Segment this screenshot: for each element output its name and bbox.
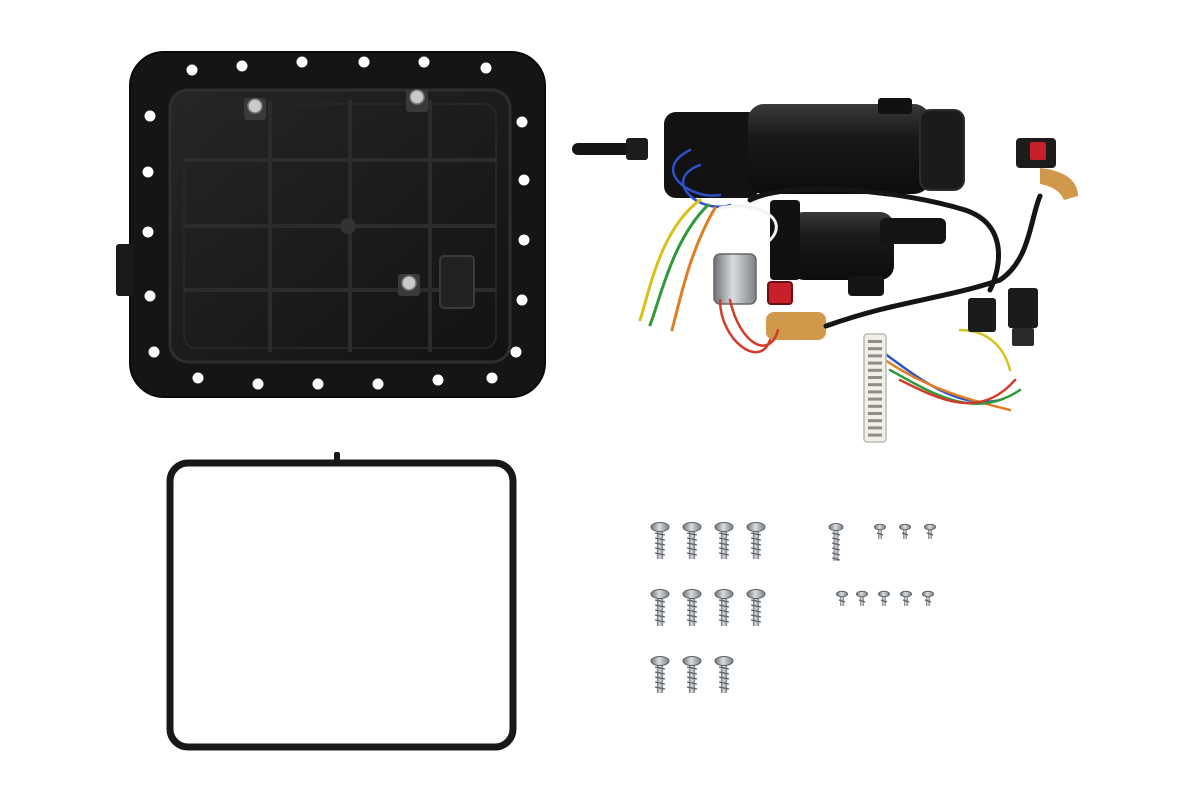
amber-sleeve xyxy=(1040,168,1078,200)
mounting-post xyxy=(244,98,266,120)
bolt-hole xyxy=(372,378,384,390)
connector-pin xyxy=(868,412,882,415)
bolt-hole xyxy=(518,174,530,186)
large-screw xyxy=(682,522,702,559)
pump-end-housing xyxy=(664,112,760,198)
gasket-nub xyxy=(287,460,293,466)
connector-pin xyxy=(868,419,882,423)
bolt-hole xyxy=(480,62,492,74)
bolt-hole xyxy=(510,346,522,358)
bolt-hole xyxy=(142,166,154,178)
small-screw xyxy=(900,590,912,606)
amber-elbow-connector xyxy=(766,312,826,340)
bolt-hole xyxy=(432,374,444,386)
tray-side-tab xyxy=(116,244,134,296)
harness-connector xyxy=(968,298,996,332)
gasket-nub xyxy=(510,697,516,703)
harness-connector-top-red-latch xyxy=(1030,142,1046,160)
ribbon-connector-strip xyxy=(863,333,887,443)
large-screw xyxy=(746,589,766,626)
bolt-hole xyxy=(192,372,204,384)
small-screw xyxy=(828,523,844,561)
connector-pin xyxy=(868,354,882,358)
large-screw xyxy=(650,522,670,559)
gasket-nub xyxy=(510,617,516,623)
motor-body xyxy=(790,212,894,280)
gasket-nub xyxy=(387,460,393,466)
bolt-hole xyxy=(296,56,308,68)
small-screw xyxy=(924,523,936,539)
connector-pin xyxy=(868,368,882,372)
bolt-hole xyxy=(142,226,154,238)
bolt-hole xyxy=(516,294,528,306)
connector-pin xyxy=(868,433,882,437)
bolt-hole xyxy=(186,64,198,76)
small-screw xyxy=(878,590,890,606)
gasket-nub xyxy=(167,697,173,703)
connector-pin xyxy=(868,347,882,351)
connector-pin xyxy=(868,404,882,408)
gasket-nub xyxy=(227,460,233,466)
bolt-hole xyxy=(312,378,324,390)
large-screw xyxy=(714,656,734,693)
flange-bolt-holes xyxy=(142,56,530,390)
gasket-nub xyxy=(167,617,173,623)
connector-pin xyxy=(868,390,882,394)
mounting-post xyxy=(398,274,420,296)
tray-connector-socket xyxy=(439,255,475,309)
pump-module-with-wiring-harness xyxy=(572,98,1078,443)
bolt-hole xyxy=(486,372,498,384)
bolt-hole xyxy=(148,346,160,358)
large-screw xyxy=(714,522,734,559)
inlet-nozzle xyxy=(572,143,634,155)
bolt-hole xyxy=(358,56,370,68)
gasket-nub xyxy=(337,744,343,750)
bolt-hole xyxy=(144,290,156,302)
solenoid-valve xyxy=(713,253,757,305)
gasket-nub xyxy=(447,460,453,466)
large-screw xyxy=(714,589,734,626)
connector-pin xyxy=(868,376,882,379)
small-screw xyxy=(922,590,934,606)
large-screw xyxy=(682,589,702,626)
large-screw xyxy=(746,522,766,559)
gasket-nub xyxy=(247,744,253,750)
bolt-hole xyxy=(252,378,264,390)
small-screw xyxy=(836,590,848,606)
pump-cylinder xyxy=(748,104,930,194)
connector-pin xyxy=(868,383,882,387)
bolt-hole xyxy=(236,60,248,72)
harness-connector xyxy=(1008,288,1038,328)
gasket-nub xyxy=(427,744,433,750)
connector-pin xyxy=(868,340,882,343)
bolt-hole xyxy=(418,56,430,68)
small-screw xyxy=(874,523,886,539)
large-screw xyxy=(682,656,702,693)
red-connector xyxy=(767,281,793,305)
bolt-hole xyxy=(518,234,530,246)
small-screw xyxy=(856,590,868,606)
large-screws xyxy=(650,522,766,693)
tray-center-boss xyxy=(340,218,356,234)
large-screw xyxy=(650,589,670,626)
rubber-gasket-seal xyxy=(166,452,517,751)
gasket-nub xyxy=(167,537,173,543)
reservoir-housing-tray xyxy=(116,51,546,398)
large-screw xyxy=(650,656,670,693)
mounting-post xyxy=(406,89,428,112)
connector-pin xyxy=(868,361,882,365)
small-screw xyxy=(899,523,911,539)
connector-pin xyxy=(868,426,882,430)
gasket-nub xyxy=(510,537,516,543)
bolt-hole xyxy=(516,116,528,128)
connector-pin xyxy=(868,397,882,401)
small-screws xyxy=(828,523,936,606)
wiring-harness-wires xyxy=(638,148,1043,412)
pump-end-cap xyxy=(919,109,965,191)
bolt-hole xyxy=(144,110,156,122)
